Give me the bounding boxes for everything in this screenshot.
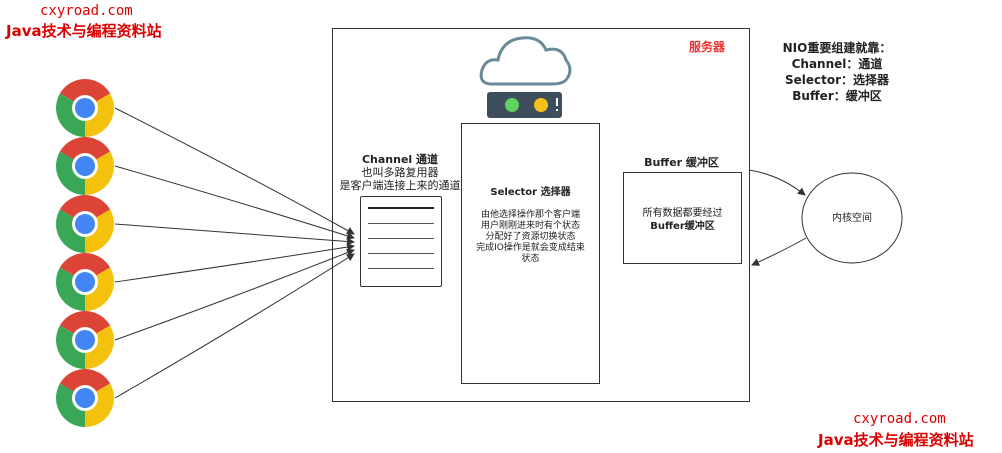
channel-desc: 是客户端连接上来的通道 bbox=[339, 179, 461, 192]
kernel-label: 内核空间 bbox=[832, 213, 872, 224]
chrome-icon bbox=[56, 369, 115, 427]
arrow-from-kernel bbox=[751, 237, 807, 266]
chrome-icon bbox=[56, 253, 115, 311]
selector-line: 状态 bbox=[521, 254, 540, 264]
client-arrow bbox=[114, 243, 355, 283]
watermark-site: cxyroad.com bbox=[40, 3, 133, 19]
client-arrow bbox=[114, 223, 355, 246]
selector-line: 分配好了资源切换状态 bbox=[485, 232, 576, 242]
legend-item: Buffer：缓冲区 bbox=[792, 89, 882, 103]
kernel-ellipse bbox=[801, 172, 903, 264]
selector-desc: 由他选择操作那个客户端 用户刚刚进来时有个状态 分配好了资源切换状态 完成IO操… bbox=[462, 210, 599, 265]
legend-title: NIO重要组建就靠： bbox=[782, 41, 892, 55]
selector-line: 用户刚刚进来时有个状态 bbox=[480, 221, 580, 231]
buffer-line: Buffer缓冲区 bbox=[650, 221, 715, 232]
legend-item: Channel：通道 bbox=[791, 57, 883, 71]
watermark-name-bottom: Java技术与编程资料站 bbox=[818, 431, 974, 449]
cloud-icon bbox=[479, 36, 572, 86]
nio-legend: NIO重要组建就靠： Channel：通道 Selector：选择器 Buffe… bbox=[772, 40, 902, 104]
server-label: 服务器 bbox=[689, 40, 726, 54]
buffer-title: Buffer 缓冲区 bbox=[644, 156, 719, 169]
channel-label: Channel 通道 也叫多路复用器 是客户端连接上来的通道 bbox=[332, 153, 468, 192]
selector-line: 由他选择操作那个客户端 bbox=[480, 210, 580, 220]
client-arrows bbox=[114, 107, 355, 399]
chrome-icon bbox=[56, 137, 115, 195]
client-arrow bbox=[114, 107, 355, 235]
client-arrow bbox=[114, 248, 355, 341]
channel-title: Channel 通道 bbox=[361, 153, 439, 166]
watermark-site-bottom: cxyroad.com bbox=[853, 411, 946, 427]
channel-box bbox=[360, 196, 442, 287]
legend-item: Selector：选择器 bbox=[784, 73, 890, 87]
arrow-to-kernel bbox=[748, 169, 806, 196]
selector-title: Selector 选择器 bbox=[490, 187, 571, 198]
status-light-icon bbox=[487, 92, 562, 118]
selector-line: 完成IO操作是就会变成结束 bbox=[476, 243, 585, 253]
buffer-box: 所有数据都要经过 Buffer缓冲区 bbox=[623, 172, 742, 264]
chrome-icon bbox=[56, 311, 115, 369]
client-arrow bbox=[114, 165, 355, 240]
watermark-name: Java技术与编程资料站 bbox=[6, 22, 162, 40]
chrome-icon bbox=[55, 195, 115, 253]
buffer-desc: 所有数据都要经过 Buffer缓冲区 bbox=[624, 207, 741, 233]
client-arrow bbox=[114, 253, 355, 399]
buffer-line: 所有数据都要经过 bbox=[642, 208, 723, 219]
channel-desc: 也叫多路复用器 bbox=[361, 166, 439, 179]
chrome-icon bbox=[56, 79, 114, 137]
selector-box: Selector 选择器 由他选择操作那个客户端 用户刚刚进来时有个状态 分配好… bbox=[461, 123, 600, 384]
